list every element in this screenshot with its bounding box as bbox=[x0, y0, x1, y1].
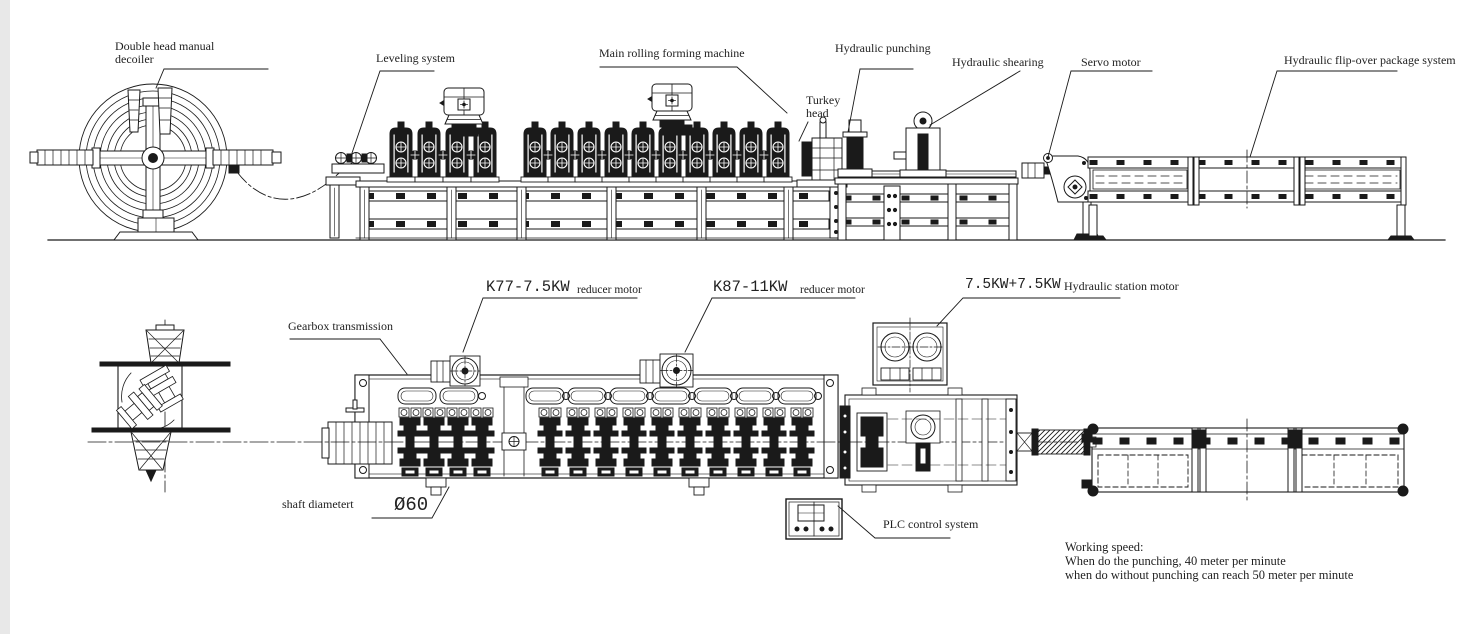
leveling-entry bbox=[325, 152, 385, 239]
notes-line3: when do without punching can reach 50 me… bbox=[1065, 568, 1354, 582]
label-k77-desc: reducer motor bbox=[577, 284, 642, 296]
main-machine-plan bbox=[359, 376, 834, 496]
leader-lines bbox=[155, 66, 1398, 539]
decoiler-side-view bbox=[29, 83, 282, 241]
notes-line1: Working speed: bbox=[1065, 540, 1144, 554]
label-hydraulic-shearing: Hydraulic shearing bbox=[952, 55, 1044, 69]
plc-box bbox=[785, 498, 843, 540]
left-edge-strip bbox=[0, 0, 10, 634]
label-flip-over-system: Hydraulic flip-over package system bbox=[1284, 53, 1456, 67]
label-main-machine: Main rolling forming machine bbox=[599, 46, 745, 60]
label-shaft-diameter: shaft diametert bbox=[282, 497, 354, 511]
roll-stands-side bbox=[386, 121, 793, 183]
package-table-plan bbox=[1081, 418, 1409, 502]
label-k87-code: K87-11KW bbox=[713, 278, 788, 296]
hydraulic-shear-side bbox=[893, 111, 947, 178]
drive-motors-side bbox=[439, 83, 693, 137]
label-hydraulic-punching: Hydraulic punching bbox=[835, 41, 931, 55]
main-table-side bbox=[355, 180, 843, 241]
label-plc-control: PLC control system bbox=[883, 517, 979, 531]
label-decoiler-line2: decoiler bbox=[115, 52, 154, 66]
hydraulic-station-plan bbox=[872, 317, 948, 393]
label-k77-code: K77-7.5KW bbox=[486, 278, 570, 296]
label-gearbox-transmission: Gearbox transmission bbox=[288, 319, 393, 333]
label-decoiler: Double head manual decoiler bbox=[115, 40, 214, 66]
notes-line2: When do the punching, 40 meter per minut… bbox=[1065, 554, 1286, 568]
punch-shear-plan bbox=[839, 387, 1017, 493]
hydraulic-punch-side bbox=[837, 119, 873, 178]
package-table-side bbox=[1079, 149, 1415, 241]
reducer-motors-plan bbox=[430, 353, 694, 388]
label-turkey-head: Turkey head bbox=[806, 94, 840, 120]
label-shaft-diameter-value: Ø60 bbox=[394, 494, 429, 516]
label-leveling-system: Leveling system bbox=[376, 51, 455, 65]
punch-shear-table-side bbox=[834, 170, 1019, 241]
label-turkey-line1: Turkey bbox=[806, 93, 841, 107]
turkey-head-side bbox=[796, 116, 848, 188]
decoiler-plan bbox=[91, 319, 231, 493]
label-turkey-line2: head bbox=[806, 106, 829, 120]
label-servo-motor: Servo motor bbox=[1081, 55, 1141, 69]
label-hydraulic-station-desc: Hydraulic station motor bbox=[1064, 279, 1179, 293]
working-speed-notes: Working speed: When do the punching, 40 … bbox=[1065, 540, 1353, 582]
label-hydraulic-station-code: 7.5KW+7.5KW bbox=[965, 277, 1061, 293]
label-k87-desc: reducer motor bbox=[800, 284, 865, 296]
label-decoiler-line1: Double head manual bbox=[115, 39, 215, 53]
